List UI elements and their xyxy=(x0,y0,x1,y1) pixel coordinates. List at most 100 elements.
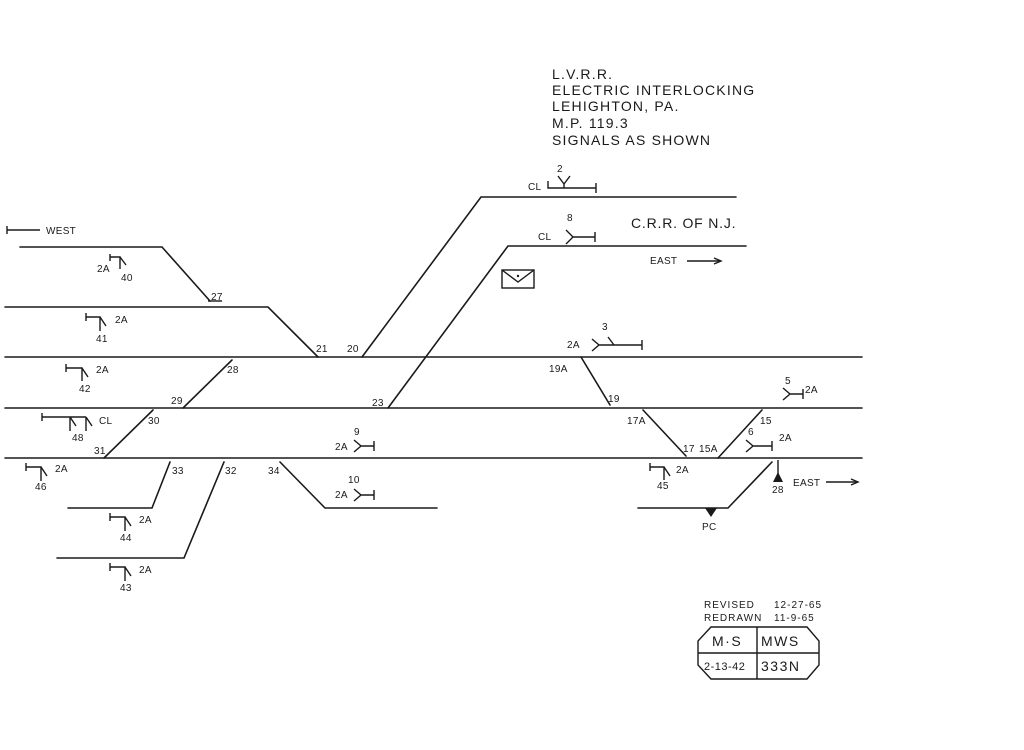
signal-45-tag: 2A xyxy=(676,465,689,476)
pc-label: PC xyxy=(702,522,717,533)
switch-28: 28 xyxy=(227,365,239,376)
signal-8-icon xyxy=(565,229,596,245)
east-label-lower: EAST xyxy=(793,478,820,489)
crossover-28-29 xyxy=(182,359,233,409)
switch-21: 21 xyxy=(316,344,328,355)
switch-19a: 19A xyxy=(549,364,568,375)
signal-44-tag: 2A xyxy=(139,515,152,526)
signal-8-number: 8 xyxy=(567,213,573,224)
switch-19: 19 xyxy=(608,394,620,405)
pc-marker: PC xyxy=(702,508,717,533)
signal-10-number: 10 xyxy=(348,475,360,486)
signal-40-number: 40 xyxy=(121,273,133,284)
title-block: L.V.R.R. ELECTRIC INTERLOCKING LEHIGHTON… xyxy=(552,66,754,148)
relay-box-icon xyxy=(501,269,535,289)
signal-41: 2A 41 xyxy=(85,313,128,345)
switch-34: 34 xyxy=(268,466,280,477)
drawing-block-outline xyxy=(697,626,820,680)
crr-of-nj-label: C.R.R. OF N.J. xyxy=(631,215,736,231)
signal-5-number: 5 xyxy=(785,376,791,387)
signal-48: CL 48 xyxy=(41,413,113,444)
siding-44 xyxy=(67,461,171,509)
signal-40-tag: 2A xyxy=(97,264,110,275)
signal-46-tag: 2A xyxy=(55,464,68,475)
signal-3-tag: 2A xyxy=(567,340,580,351)
signal-2: 2 CL xyxy=(528,164,597,193)
signal-2-number: 2 xyxy=(557,164,563,175)
title-signals-note: SIGNALS AS SHOWN xyxy=(552,132,711,148)
switch-32: 32 xyxy=(225,466,237,477)
signal-5: 5 2A xyxy=(782,376,818,401)
redrawn-date: 11-9-65 xyxy=(774,613,815,624)
signal-3: 3 2A xyxy=(567,322,643,352)
switch-15: 15 xyxy=(760,416,772,427)
signal-43: 2A 43 xyxy=(109,563,152,594)
switch-17a: 17A xyxy=(627,416,646,427)
drawing-number-block: M·S MWS 2-13-42 333N xyxy=(697,626,820,680)
signal-28-number: 28 xyxy=(772,485,784,496)
signal-41-tag: 2A xyxy=(115,315,128,326)
crossover-30-31 xyxy=(103,409,154,459)
signal-41-number: 41 xyxy=(96,334,108,345)
tracks xyxy=(4,196,863,559)
siding-41 xyxy=(4,306,319,358)
title-railroad: L.V.R.R. xyxy=(552,66,613,82)
crossover-17a-17 xyxy=(642,409,687,457)
signal-42-number: 42 xyxy=(79,384,91,395)
signal-5-tag: 2A xyxy=(805,385,818,396)
signal-43-number: 43 xyxy=(120,583,132,594)
signal-9-number: 9 xyxy=(354,427,360,438)
signal-42-tag: 2A xyxy=(96,365,109,376)
relay-box xyxy=(501,269,535,289)
east-direction-upper: EAST xyxy=(650,256,723,267)
crossover-19a-19 xyxy=(580,356,611,406)
signal-46: 2A 46 xyxy=(25,463,68,493)
signal-45-icon xyxy=(649,463,671,480)
siding-40 xyxy=(19,246,211,302)
signal-46-number: 46 xyxy=(35,482,47,493)
revised-label: REVISED xyxy=(704,600,755,611)
switch-27: 27 xyxy=(211,292,223,303)
signal-6-number: 6 xyxy=(748,427,754,438)
revision-block: REVISED 12-27-65 REDRAWN 11-9-65 xyxy=(704,600,822,624)
switch-17: 17 xyxy=(683,444,695,455)
signal-45-number: 45 xyxy=(657,481,669,492)
west-direction: WEST xyxy=(6,226,76,237)
signal-48-tag: CL xyxy=(99,416,113,427)
switch-20: 20 xyxy=(347,344,359,355)
siding-pc xyxy=(637,461,773,509)
signal-9: 9 2A xyxy=(335,427,375,453)
signal-42: 2A 42 xyxy=(65,364,109,395)
pc-triangle-icon xyxy=(705,508,717,517)
checked-by: MWS xyxy=(761,633,800,649)
signal-44-number: 44 xyxy=(120,533,132,544)
signal-9-icon xyxy=(353,439,375,453)
signal-3-icon xyxy=(591,336,643,352)
signal-8: 8 CL xyxy=(538,213,596,245)
redrawn-label: REDRAWN xyxy=(704,613,762,624)
east-label-upper: EAST xyxy=(650,256,677,267)
signal-44: 2A 44 xyxy=(109,513,152,544)
signal-2-tag: CL xyxy=(528,182,542,193)
switch-labels: 27 21 20 28 29 23 30 31 33 32 34 19A 19 … xyxy=(94,292,772,477)
west-label: WEST xyxy=(46,226,76,237)
drawing-date: 2-13-42 xyxy=(704,661,745,673)
switch-30: 30 xyxy=(148,416,160,427)
signal-46-icon xyxy=(25,463,48,481)
revised-date: 12-27-65 xyxy=(774,600,822,611)
signal-42-icon xyxy=(65,364,89,381)
signal-48-icon xyxy=(41,413,93,431)
east-direction-lower: EAST xyxy=(793,478,860,489)
signal-43-icon xyxy=(109,563,132,581)
signal-10-icon xyxy=(353,488,375,502)
signal-45: 2A 45 xyxy=(649,463,689,492)
crr-track-upper xyxy=(361,196,737,358)
signal-44-icon xyxy=(109,513,132,531)
signal-6-tag: 2A xyxy=(779,433,792,444)
east-arrowhead-upper-icon xyxy=(713,257,723,265)
switch-31: 31 xyxy=(94,446,106,457)
signal-2-icon xyxy=(547,175,597,193)
switch-15a: 15A xyxy=(699,444,718,455)
signal-40: 2A 40 xyxy=(97,254,133,284)
